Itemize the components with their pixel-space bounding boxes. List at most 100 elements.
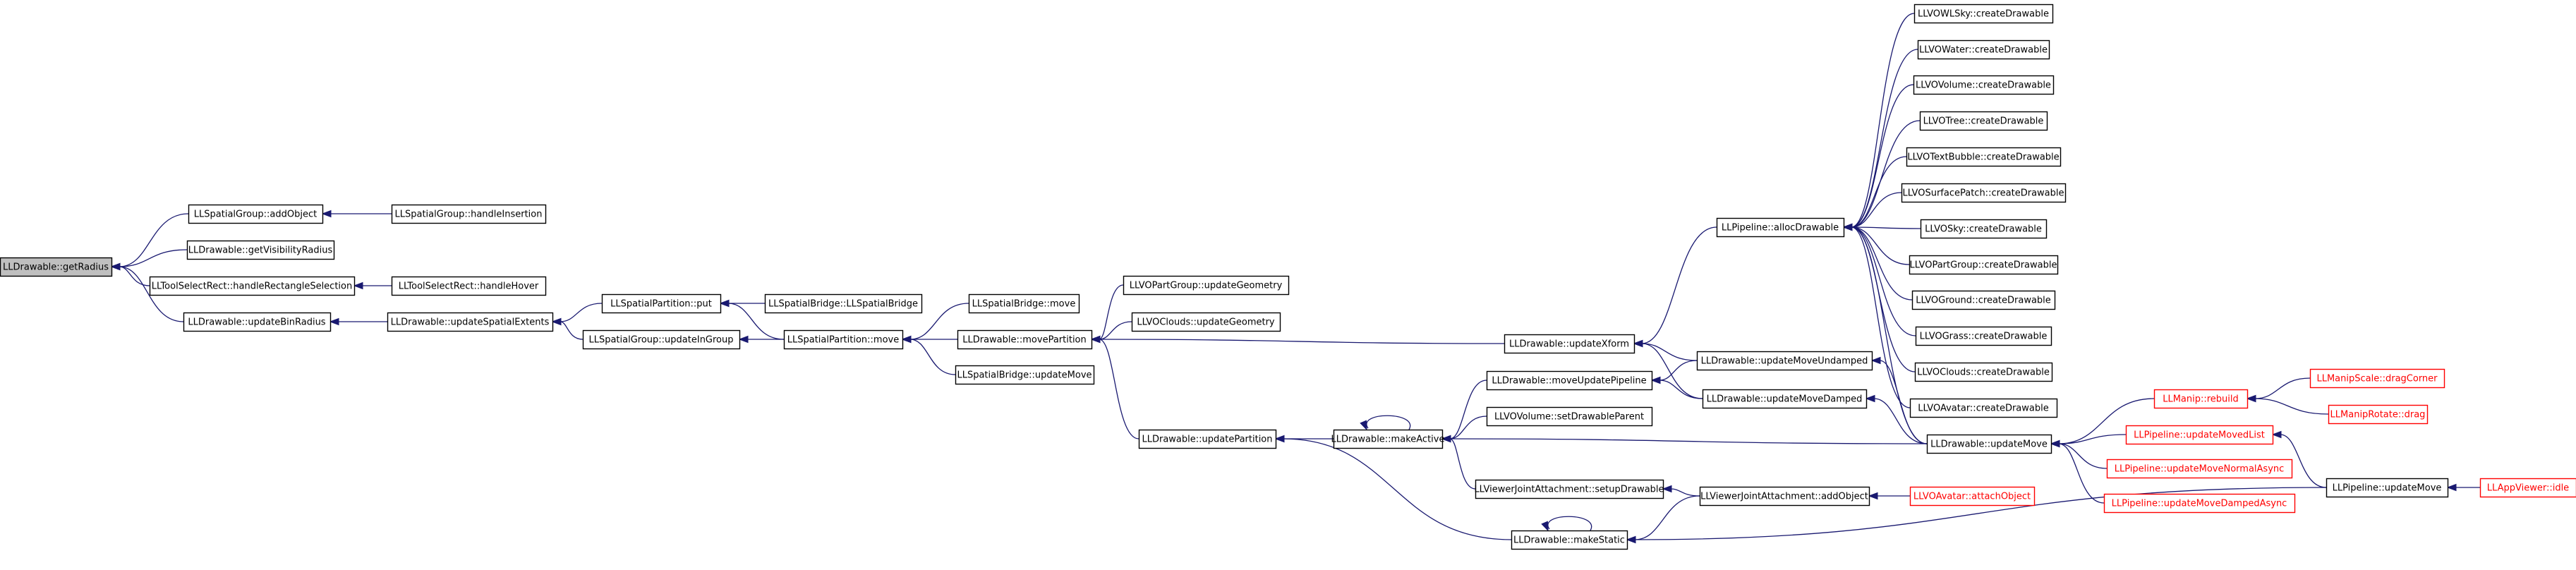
node-d_moveUpdatePipeline[interactable]: LLDrawable::moveUpdatePipeline [1486,370,1653,391]
node-vogr_create[interactable]: LLVOGrass::createDrawable [1915,326,2052,346]
node-sp_put[interactable]: LLSpatialPartition::put [601,293,722,314]
node-box[interactable] [1913,75,2055,95]
node-box[interactable] [1911,290,2056,310]
node-p_allocDrawable[interactable]: LLPipeline::allocDrawable [1716,217,1845,238]
node-box[interactable] [1333,429,1444,449]
node-box[interactable] [601,293,722,314]
node-box[interactable] [1475,479,1664,499]
node-vos_create[interactable]: LLVOSky::createDrawable [1920,219,2048,239]
node-sb_move[interactable]: LLSpatialBridge::move [968,293,1080,314]
node-box[interactable] [1901,183,2067,203]
node-voc_updateGeometry[interactable]: LLVOClouds::updateGeometry [1131,312,1281,332]
node-box[interactable] [2328,404,2429,425]
node-d_updatePartition[interactable]: LLDrawable::updatePartition [1138,429,1277,449]
node-sg_addObject[interactable]: LLSpatialGroup::addObject [188,204,324,224]
node-d_updateSpatialExtents[interactable]: LLDrawable::updateSpatialExtents [387,312,554,332]
node-box[interactable] [1702,389,1868,409]
node-av_idle[interactable]: LLAppViewer::idle [2479,478,2576,498]
node-box[interactable] [783,329,904,350]
node-voa_attachObject[interactable]: LLVOAvatar::attachObject [1909,486,2036,507]
node-box[interactable] [2153,389,2249,409]
node-d_makeStatic[interactable]: LLDrawable::makeStatic [1511,530,1628,550]
node-box[interactable] [1716,217,1845,238]
node-box[interactable] [1909,398,2058,418]
node-box[interactable] [391,204,547,224]
node-box[interactable] [1917,40,2050,60]
node-d_updateBinRadius[interactable]: LLDrawable::updateBinRadius [183,312,332,332]
node-box[interactable] [1914,362,2053,382]
node-p_updateMoveDampedAsync[interactable]: LLPipeline::updateMoveDampedAsync [2103,493,2296,514]
node-box[interactable] [387,312,554,332]
node-box[interactable] [1504,334,1635,354]
node-box[interactable] [582,329,741,350]
node-sb_ctor[interactable]: LLSpatialBridge::LLSpatialBridge [764,293,923,314]
node-box[interactable] [183,312,332,332]
node-vja_addObject[interactable]: LLViewerJointAttachment::addObject [1699,486,1870,507]
node-ms_dragCorner[interactable]: LLManipScale::dragCorner [2309,368,2445,389]
node-box[interactable] [1920,219,2048,239]
node-box[interactable] [1909,486,2036,507]
node-mr_drag[interactable]: LLManipRotate::drag [2328,404,2429,425]
node-box[interactable] [0,257,113,277]
node-box[interactable] [186,240,335,260]
node-box[interactable] [1123,275,1290,296]
node-tsr_handleRectSel[interactable]: LLToolSelectRect::handleRectangleSelecti… [149,276,356,296]
node-box[interactable] [2125,425,2274,445]
node-voc_create[interactable]: LLVOClouds::createDrawable [1914,362,2053,382]
node-tsr_handleHover[interactable]: LLToolSelectRect::handleHover [391,276,547,296]
node-box[interactable] [1915,326,2052,346]
node-box[interactable] [149,276,356,296]
node-box[interactable] [1486,406,1653,427]
node-votb_create[interactable]: LLVOTextBubble::createDrawable [1906,147,2062,167]
node-box[interactable] [1699,486,1870,507]
node-p_updateMove[interactable]: LLPipeline::updateMove [2326,478,2449,498]
node-vowl_create[interactable]: LLVOWLSky::createDrawable [1913,4,2054,24]
node-box[interactable] [2309,368,2445,389]
node-d_getVisibilityRadius[interactable]: LLDrawable::getVisibilityRadius [186,240,335,260]
node-vov_setDrawableParent[interactable]: LLVOVolume::setDrawableParent [1486,406,1653,427]
node-box[interactable] [1926,434,2052,454]
node-sp_move[interactable]: LLSpatialPartition::move [783,329,904,350]
node-box[interactable] [955,365,1095,385]
node-d_movePartition[interactable]: LLDrawable::movePartition [957,329,1093,350]
node-vog_create[interactable]: LLVOGround::createDrawable [1911,290,2056,310]
node-vopg_updateGeometry[interactable]: LLVOPartGroup::updateGeometry [1123,275,1290,296]
node-sg_handleInsertion[interactable]: LLSpatialGroup::handleInsertion [391,204,547,224]
node-vovol_create[interactable]: LLVOVolume::createDrawable [1913,75,2055,95]
node-p_updateMovedList[interactable]: LLPipeline::updateMovedList [2125,425,2274,445]
node-vosp_create[interactable]: LLVOSurfacePatch::createDrawable [1901,183,2067,203]
node-m_rebuild[interactable]: LLManip::rebuild [2153,389,2249,409]
node-box[interactable] [1486,370,1653,391]
node-box[interactable] [1919,111,2048,131]
node-box[interactable] [1913,4,2054,24]
node-sb_updateMove[interactable]: LLSpatialBridge::updateMove [955,365,1095,385]
node-d_updateMove[interactable]: LLDrawable::updateMove [1926,434,2052,454]
node-d_updateXform[interactable]: LLDrawable::updateXform [1504,334,1635,354]
node-d_updateMoveDamped[interactable]: LLDrawable::updateMoveDamped [1702,389,1868,409]
node-p_updateMoveNormalAsync[interactable]: LLPipeline::updateMoveNormalAsync [2106,459,2293,479]
node-box[interactable] [188,204,324,224]
node-box[interactable] [957,329,1093,350]
node-box[interactable] [1909,255,2059,275]
node-d_makeActive[interactable]: LLDrawable::makeActive [1331,429,1445,449]
node-box[interactable] [2479,478,2576,498]
node-vja_setupDrawable[interactable]: LLViewerJointAttachment::setupDrawable [1474,479,1664,499]
node-box[interactable] [1696,351,1873,371]
node-box[interactable] [968,293,1080,314]
node-box[interactable] [2103,493,2296,514]
node-vopg_create[interactable]: LLVOPartGroup::createDrawable [1909,255,2059,275]
node-box[interactable] [2106,459,2293,479]
node-box[interactable] [1511,530,1628,550]
node-sg_updateInGroup[interactable]: LLSpatialGroup::updateInGroup [582,329,741,350]
node-vow_create[interactable]: LLVOWater::createDrawable [1917,40,2050,60]
node-box[interactable] [764,293,923,314]
node-vot_create[interactable]: LLVOTree::createDrawable [1919,111,2048,131]
node-voav_create[interactable]: LLVOAvatar::createDrawable [1909,398,2058,418]
node-box[interactable] [1906,147,2062,167]
node-box[interactable] [391,276,547,296]
node-d_updateMoveUndamped[interactable]: LLDrawable::updateMoveUndamped [1696,351,1873,371]
node-box[interactable] [2326,478,2449,498]
node-box[interactable] [1138,429,1277,449]
node-root[interactable]: LLDrawable::getRadius [0,257,113,277]
node-box[interactable] [1131,312,1281,332]
